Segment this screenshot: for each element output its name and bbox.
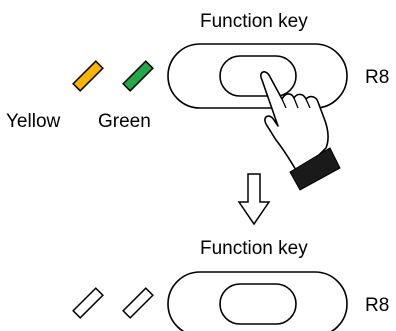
yellow-led-icon xyxy=(72,60,104,92)
bottom-key-id-label: R8 xyxy=(365,295,390,316)
pressing-hand-icon xyxy=(260,71,341,191)
yellow-led-label: Yellow xyxy=(6,111,61,132)
yellow-led-off-icon xyxy=(72,287,104,319)
down-arrow-icon xyxy=(237,173,271,226)
green-led-label: Green xyxy=(98,111,151,132)
top-key-id-label: R8 xyxy=(365,67,390,88)
green-led-icon xyxy=(122,60,154,92)
bottom-function-key xyxy=(167,271,348,331)
green-led-off-icon xyxy=(122,287,154,319)
top-function-key-title: Function key xyxy=(200,11,308,32)
bottom-function-key-title: Function key xyxy=(200,238,308,259)
top-function-key xyxy=(167,43,348,109)
